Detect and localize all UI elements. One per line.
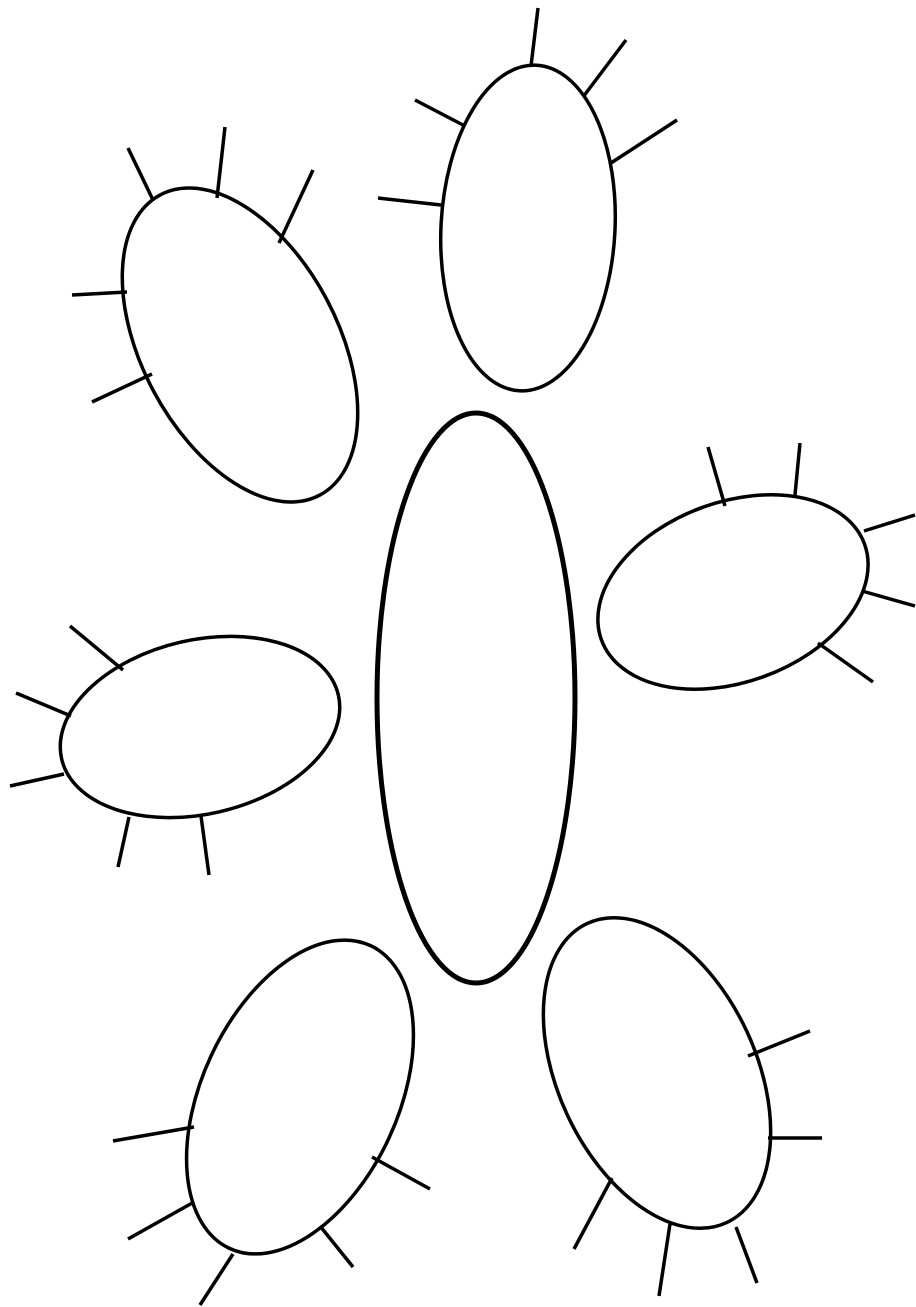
spoke — [531, 8, 538, 66]
spoke — [583, 40, 626, 97]
spoke — [279, 170, 313, 243]
outer-node-middle-left — [10, 610, 358, 875]
spoke — [864, 515, 915, 531]
spoke — [113, 1127, 194, 1141]
outer-node-top-center — [378, 8, 677, 395]
spokes — [378, 8, 677, 205]
spoke — [128, 148, 153, 200]
outer-oval — [141, 904, 460, 1290]
spoke — [16, 693, 71, 716]
spokes — [10, 626, 209, 875]
spoke — [118, 817, 129, 867]
spoke — [92, 374, 152, 402]
outer-node-top-left — [72, 127, 406, 541]
spoke — [217, 127, 225, 198]
spoke — [748, 1031, 810, 1056]
spoke — [70, 626, 123, 670]
spoke — [378, 198, 441, 205]
spoke — [128, 1202, 194, 1239]
outer-oval — [74, 149, 407, 541]
spoke — [708, 447, 725, 506]
spoke — [320, 1226, 353, 1267]
spoke — [659, 1224, 670, 1296]
spoke — [372, 1157, 430, 1189]
central-node — [377, 413, 575, 983]
spoke — [818, 643, 873, 682]
central-oval — [377, 413, 575, 983]
spoke — [862, 591, 915, 606]
outer-node-bottom-left — [113, 904, 459, 1305]
spoke — [611, 120, 677, 163]
outer-node-bottom-right — [498, 882, 822, 1296]
spoke — [795, 443, 800, 495]
spokes — [72, 127, 313, 402]
spoke — [200, 1254, 233, 1305]
spokes — [574, 1031, 822, 1296]
spokes — [708, 443, 915, 682]
spoke — [72, 292, 127, 295]
outer-oval — [571, 460, 896, 725]
spoke — [201, 816, 209, 875]
spoke — [574, 1178, 612, 1249]
outer-oval — [498, 882, 817, 1265]
outer-node-middle-right — [571, 443, 915, 724]
spoke — [10, 774, 64, 786]
outer-oval — [433, 61, 624, 396]
spoke — [415, 100, 463, 125]
outer-oval — [42, 610, 358, 843]
spoke — [736, 1227, 757, 1283]
